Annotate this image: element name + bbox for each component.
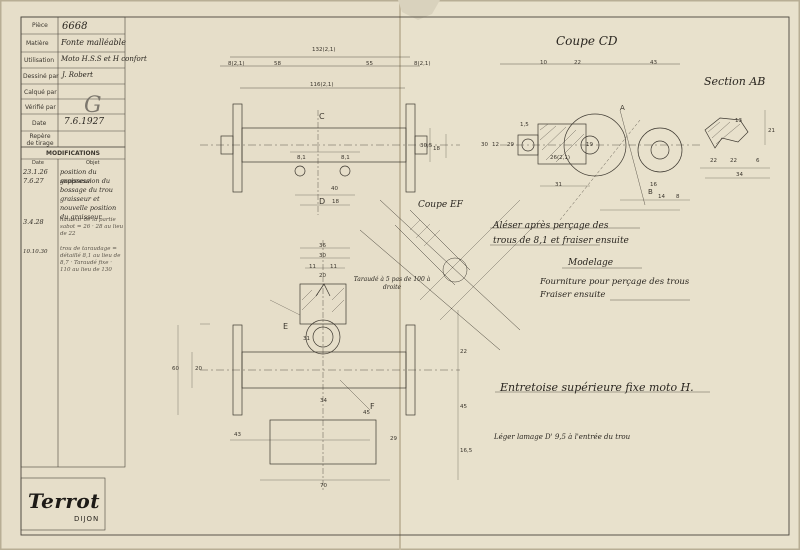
dim-low-2: 11 [309, 264, 316, 270]
title-label-calque: Calqué par [24, 89, 57, 96]
dim-front-3: 8,1 [341, 155, 350, 161]
title-value-date: 7.6.1927 [64, 117, 105, 127]
label-c: C [319, 112, 325, 121]
dim-top-1: 58 [274, 61, 281, 67]
note-lamage: Léger lamage D' 9,5 à l'entrée du trou [494, 433, 631, 441]
title-value-matiere: Fonte malléable [61, 38, 126, 47]
title-coupe-ef: Coupe EF [418, 200, 463, 210]
dim-low-13: 70 [320, 483, 327, 489]
dim-cd-1: 22 [574, 60, 581, 66]
label-e: E [283, 322, 289, 331]
title-label-repere: Repère de tirage [26, 133, 54, 147]
dim-ab-6: 22 [730, 158, 737, 164]
dim-ab-4: 14 [658, 194, 665, 200]
dim-front-2: 8,1 [297, 155, 306, 161]
dim-ab-1: 13 [735, 118, 742, 124]
modifications-header: MODIFICATIONS [46, 150, 100, 157]
dim-low-11: 29 [390, 436, 397, 442]
dim-low-3: 11 [330, 264, 337, 270]
dim-cd-0: 10 [540, 60, 547, 66]
part-name: Entretoise supérieure fixe moto H. [500, 381, 694, 394]
dim-cd-2: 43 [650, 60, 657, 66]
dim-front-6: 30,5 [420, 143, 433, 149]
dim-cd-4: 12 [492, 142, 499, 148]
dim-low-8: 45 [363, 410, 370, 416]
title-label-utilisation: Utilisation [24, 57, 55, 64]
title-label-verifie: Vérifié par [25, 104, 56, 111]
dim-cd-5: 29 [507, 142, 514, 148]
label-d: D [319, 197, 326, 206]
dim-low-4: 20 [319, 273, 326, 279]
dim-front-5: 18 [332, 199, 339, 205]
dim-top-0: 132(2,1) [312, 47, 336, 53]
mod-date-2: 7.6.27 [23, 177, 44, 185]
dim-cd-9: 19 [586, 142, 593, 148]
mod-date-1: 23.1.26 [23, 168, 48, 176]
mod-text-1: position du graisseur [60, 168, 97, 185]
dim-ab-2: 21 [768, 128, 775, 134]
mod-text-4: trou de taraudage = détaillé 8,1 au lieu… [60, 246, 121, 273]
mod-date-4: 10.10.30 [23, 249, 48, 255]
modifications-col-date: Date [32, 160, 44, 166]
dim-top-2: 55 [366, 61, 373, 67]
dim-ab-8: 34 [736, 172, 743, 178]
dim-low-12: 16,5 [460, 448, 473, 454]
title-label-dessine: Dessiné par [23, 73, 59, 80]
dim-top-3: 8(2,1) [228, 61, 245, 67]
dim-top-4: 8(2,1) [414, 61, 431, 67]
dim-low-10: 43 [234, 432, 241, 438]
dim-cd-7: 31 [555, 182, 562, 188]
dim-cd-3: 1,5 [520, 122, 529, 128]
mod-date-3: 3.4.28 [23, 218, 44, 226]
title-label-matiere: Matière [26, 40, 49, 47]
note-modelage: Modelage [568, 258, 614, 268]
dim-low-5: 31 [303, 336, 310, 342]
title-label-date: Date [32, 120, 47, 127]
title-section-ab: Section AB [704, 75, 766, 88]
mod-text-3: hauteur de la partie sabot = 26 · 28 au … [60, 217, 124, 237]
dim-cd-6: 30 [481, 142, 488, 148]
mod-text-2: suppression du bossage du trou graisseur… [60, 177, 117, 221]
dim-ab-7: 6 [756, 158, 760, 164]
title-value-utilisation: Moto H.S.S et H confort [61, 55, 147, 63]
logo-brand: Terrot [28, 489, 100, 513]
dim-low-9: 34 [320, 398, 327, 404]
dim-front-4: 40 [331, 186, 338, 192]
dim-top-5: 116(2,1) [310, 82, 334, 88]
title-label-piece: Pièce [32, 22, 48, 29]
label-a: A [620, 104, 625, 112]
terrot-logo: Terrot DIJON [22, 485, 106, 527]
verification-mark: G [84, 93, 102, 118]
note-taraude: Taraudé à 5 pas de 100 à droite [353, 276, 431, 291]
note-fourniture: Fourniture pour perçage des trous Fraise… [540, 277, 690, 300]
dim-ab-0: 22 [710, 158, 717, 164]
label-f: F [370, 402, 375, 411]
note-alesage: Aléser après perçage des trous de 8,1 et… [493, 221, 629, 246]
dim-low-14: 60 [172, 366, 179, 372]
dim-low-0: 36 [319, 243, 326, 249]
modifications-col-objet: Objet [86, 160, 100, 166]
dim-low-6: 22 [460, 349, 467, 355]
title-value-dessine: J. Robert [62, 71, 93, 79]
label-b: B [648, 188, 653, 196]
logo-city: DIJON [74, 515, 100, 523]
dim-low-7: 45 [460, 404, 467, 410]
dim-cd-8: 26(2,1) [550, 155, 571, 161]
dim-low-1: 30 [319, 253, 326, 259]
dim-ab-3: 16 [650, 182, 657, 188]
title-value-piece: 6668 [62, 21, 88, 32]
title-coupe-cd: Coupe CD [556, 34, 618, 48]
dim-ab-5: 8 [676, 194, 680, 200]
dim-front-7: 18 [433, 146, 440, 152]
dim-low-15: 20 [195, 366, 202, 372]
